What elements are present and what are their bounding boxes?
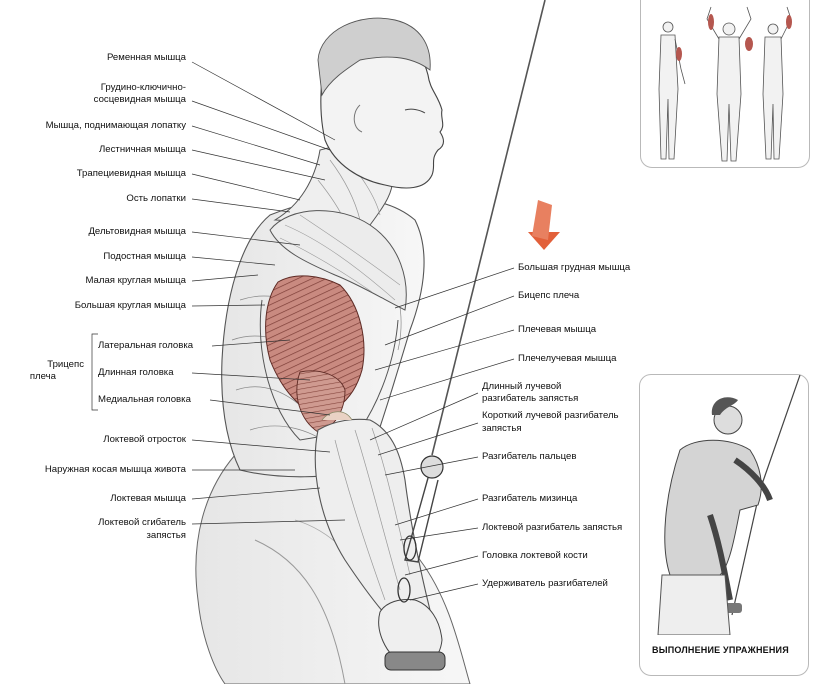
label-plecheluch: Плечелучевая мышца bbox=[518, 353, 617, 364]
label-sgib-line1: Локтевой сгибатель bbox=[98, 517, 186, 528]
label-remennaya: Ременная мышца bbox=[106, 52, 186, 63]
label-bolshaya: Большая круглая мышца bbox=[74, 300, 186, 311]
label-medial: Медиальная головка bbox=[98, 394, 191, 405]
label-razg-miz: Разгибатель мизинца bbox=[482, 493, 578, 504]
cable-line bbox=[431, 0, 546, 456]
label-golovka: Головка локтевой кости bbox=[482, 550, 588, 561]
label-loktevaya: Локтевая мышца bbox=[110, 493, 186, 504]
hand-silhouette bbox=[378, 599, 443, 667]
label-uderzh: Удерживатель разгибателей bbox=[482, 578, 608, 589]
label-grudino-line1: Грудино-ключично- bbox=[100, 82, 186, 93]
triceps-highlight bbox=[265, 275, 365, 416]
label-grudino-line2: сосцевидная мышца bbox=[93, 94, 186, 105]
label-kosaya: Наружная косая мышца живота bbox=[44, 464, 186, 475]
label-trapec: Трапециевидная мышца bbox=[76, 168, 186, 179]
label-grudnaya: Большая грудная мышца bbox=[518, 262, 631, 273]
label-podost: Подостная мышца bbox=[103, 251, 186, 262]
figures-illustration bbox=[658, 6, 792, 162]
label-lokt-otr: Локтевой отросток bbox=[103, 434, 186, 445]
exercise-illustration bbox=[657, 374, 801, 636]
label-dlinnaya: Длинная головка bbox=[98, 367, 174, 378]
handle-bar bbox=[384, 651, 446, 671]
label-dl-luch-line2: разгибатель запястья bbox=[482, 393, 579, 404]
deltoid-shape bbox=[269, 210, 407, 311]
label-lestn: Лестничная мышца bbox=[99, 144, 186, 155]
label-podnim: Мышца, поднимающая лопатку bbox=[45, 120, 186, 131]
label-kor-luch-line1: Короткий лучевой разгибатель bbox=[482, 410, 619, 421]
label-lateral: Латеральная головка bbox=[98, 340, 194, 351]
label-razg-palc: Разгибатель пальцев bbox=[482, 451, 577, 462]
label-sgib-line2: запястья bbox=[146, 530, 186, 541]
direction-arrow-icon bbox=[528, 200, 560, 250]
label-biceps: Бицепс плеча bbox=[518, 290, 580, 301]
label-lokt-razg: Локтевой разгибатель запястья bbox=[482, 522, 623, 533]
figures-panel bbox=[640, 0, 810, 168]
label-triceps-line1: Трицепс bbox=[47, 359, 84, 370]
exercise-panel: ВЫПОЛНЕНИЕ УПРАЖНЕНИЯ bbox=[639, 374, 809, 676]
label-ost: Ость лопатки bbox=[126, 193, 186, 204]
label-delt: Дельтовидная мышца bbox=[88, 226, 186, 237]
label-dl-luch-line1: Длинный лучевой bbox=[482, 381, 562, 392]
forearm-silhouette bbox=[314, 418, 431, 626]
label-plechevaya: Плечевая мышца bbox=[518, 324, 597, 335]
exercise-caption: ВЫПОЛНЕНИЕ УПРАЖНЕНИЯ bbox=[652, 645, 789, 655]
pulley-ring bbox=[420, 455, 444, 479]
label-malaya: Малая круглая мышца bbox=[85, 275, 186, 286]
label-triceps-line2: плеча bbox=[29, 371, 56, 382]
label-kor-luch-line2: запястья bbox=[482, 423, 522, 434]
